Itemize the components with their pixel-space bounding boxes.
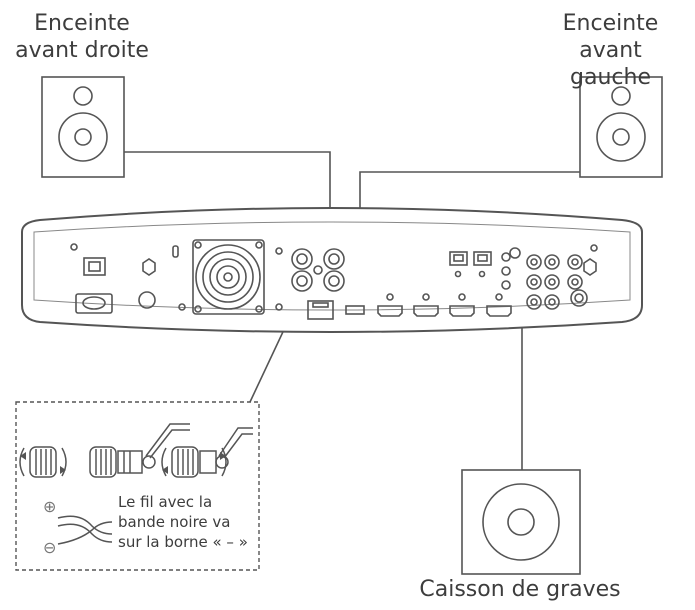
terminal-knob-loose (19, 446, 67, 478)
terminal-with-wire (89, 423, 190, 478)
terminal-knob-tightened (161, 427, 253, 478)
ethernet-port (307, 300, 334, 320)
speaker-terminals (291, 248, 345, 292)
front-right-speaker-label: Enceinte avant droite (15, 11, 149, 63)
network-jacks (449, 251, 492, 278)
wiring-note: Le fil avec la bande noire va sur la bor… (118, 493, 248, 551)
terminal-detail-box (15, 401, 260, 571)
subwoofer-label: Caisson de graves (419, 577, 621, 602)
receiver-rear-panel (21, 207, 643, 333)
minus-symbol: ⊖ (43, 538, 57, 557)
cooling-fan (192, 239, 265, 315)
plus-symbol: ⊕ (43, 497, 57, 516)
power-switch (83, 257, 106, 276)
front-left-speaker (579, 76, 663, 178)
front-left-speaker-label: Enceinte avant gauche (562, 11, 659, 90)
subwoofer (461, 469, 581, 575)
rca-jacks (501, 244, 598, 310)
polarity-wires (57, 515, 113, 545)
power-inlet (75, 293, 113, 314)
usb-port (345, 305, 365, 315)
hdmi-ports (377, 293, 512, 317)
front-right-speaker (41, 76, 125, 178)
